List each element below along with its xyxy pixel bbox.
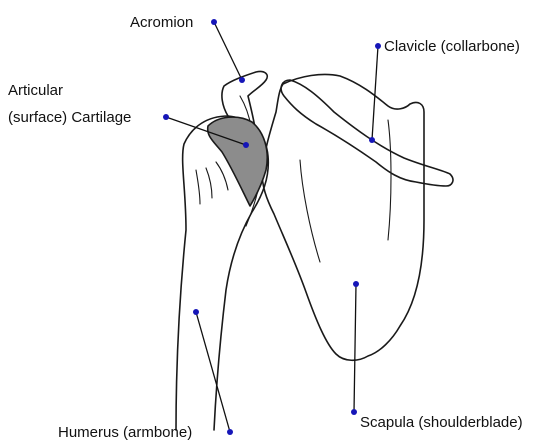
clavicle-outline [281, 80, 453, 186]
articular-cartilage-shape [208, 117, 268, 206]
acromion-leader-line [214, 22, 242, 80]
scapula-outline [246, 74, 424, 360]
acromion-label: Acromion [130, 14, 193, 31]
scapula-target-dot [353, 281, 359, 287]
cartilage-label-line2: (surface) Cartilage [8, 109, 131, 126]
cartilage-label-line1: Articular [8, 82, 63, 99]
scapula-leader-line [354, 284, 356, 412]
humerus-target-dot [193, 309, 199, 315]
acromion-marker-dot [211, 19, 217, 25]
acromion-target-dot [239, 77, 245, 83]
scapula-marker-dot [351, 409, 357, 415]
clavicle-target-dot [369, 137, 375, 143]
scapula-label: Scapula (shoulderblade) [360, 414, 523, 431]
clavicle-label: Clavicle (collarbone) [384, 38, 520, 55]
cartilage-marker-dot [163, 114, 169, 120]
humerus-leader-line [196, 312, 230, 432]
cartilage-target-dot [243, 142, 249, 148]
clavicle-marker-dot [375, 43, 381, 49]
humerus-label: Humerus (armbone) [58, 424, 192, 441]
clavicle-leader-line [372, 46, 378, 140]
humerus-marker-dot [227, 429, 233, 435]
